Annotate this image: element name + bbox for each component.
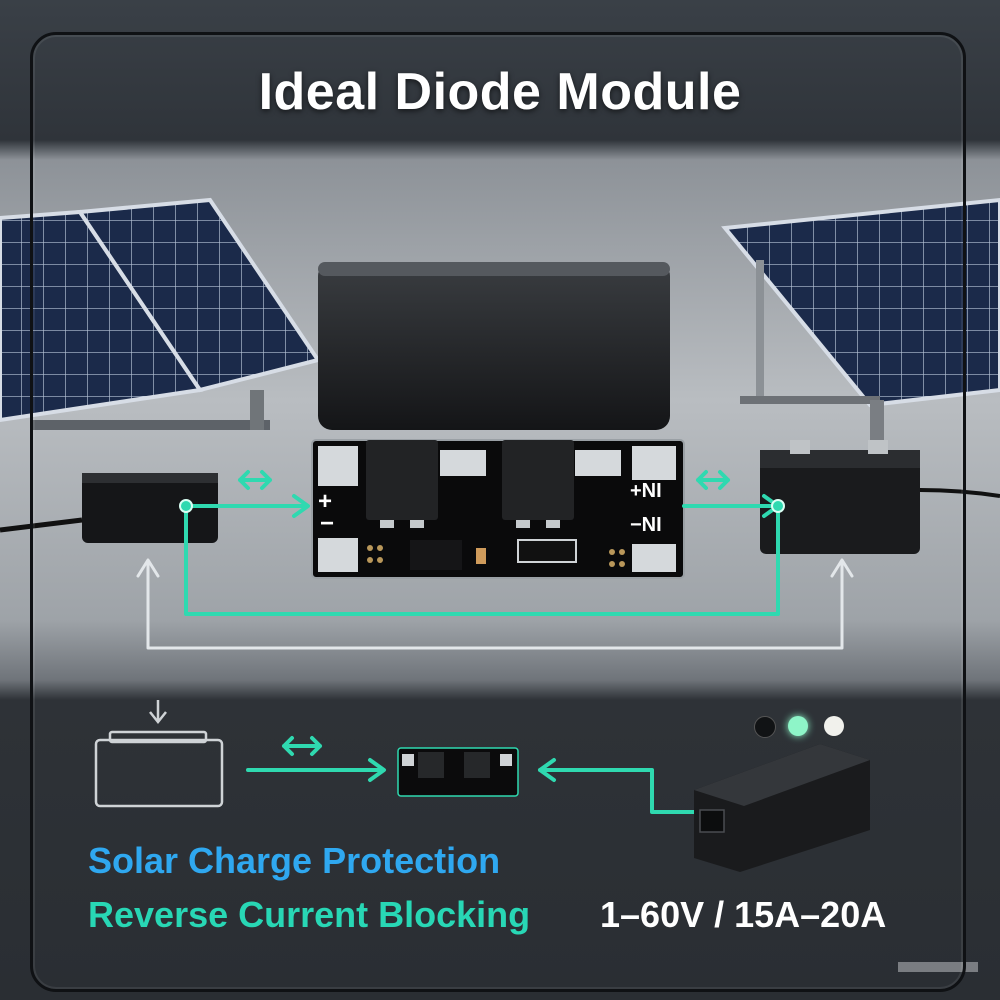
corner-watermark — [898, 962, 978, 972]
bottom-wiring — [246, 736, 702, 814]
feature-reverse-blocking: Reverse Current Blocking — [88, 894, 531, 935]
solar-panel-left — [0, 197, 322, 430]
board-plus-ni-label: +NI — [630, 480, 662, 502]
indicator-dot-white — [824, 716, 844, 736]
board-minus-label: − — [320, 510, 335, 537]
battery — [760, 440, 1000, 554]
page-title: Ideal Diode Module — [258, 63, 742, 121]
battery-outline-icon — [94, 700, 224, 808]
charger-box — [694, 744, 870, 872]
feature-charge-protection: Solar Charge Protection — [88, 840, 501, 881]
indicator-dot-green — [788, 716, 808, 736]
wiring-diagram — [136, 470, 854, 650]
solar-panel-right — [721, 197, 1000, 450]
board-minus-ni-label: −NI — [630, 514, 662, 536]
board-plus-label: + — [318, 488, 333, 515]
enclosure — [318, 262, 670, 430]
content-frame — [30, 32, 966, 992]
indicator-dot-black — [754, 716, 776, 738]
pcb-module-small — [397, 747, 519, 797]
spec-rating: 1–60V / 15A–20A — [600, 894, 887, 935]
pcb-module — [311, 439, 685, 579]
